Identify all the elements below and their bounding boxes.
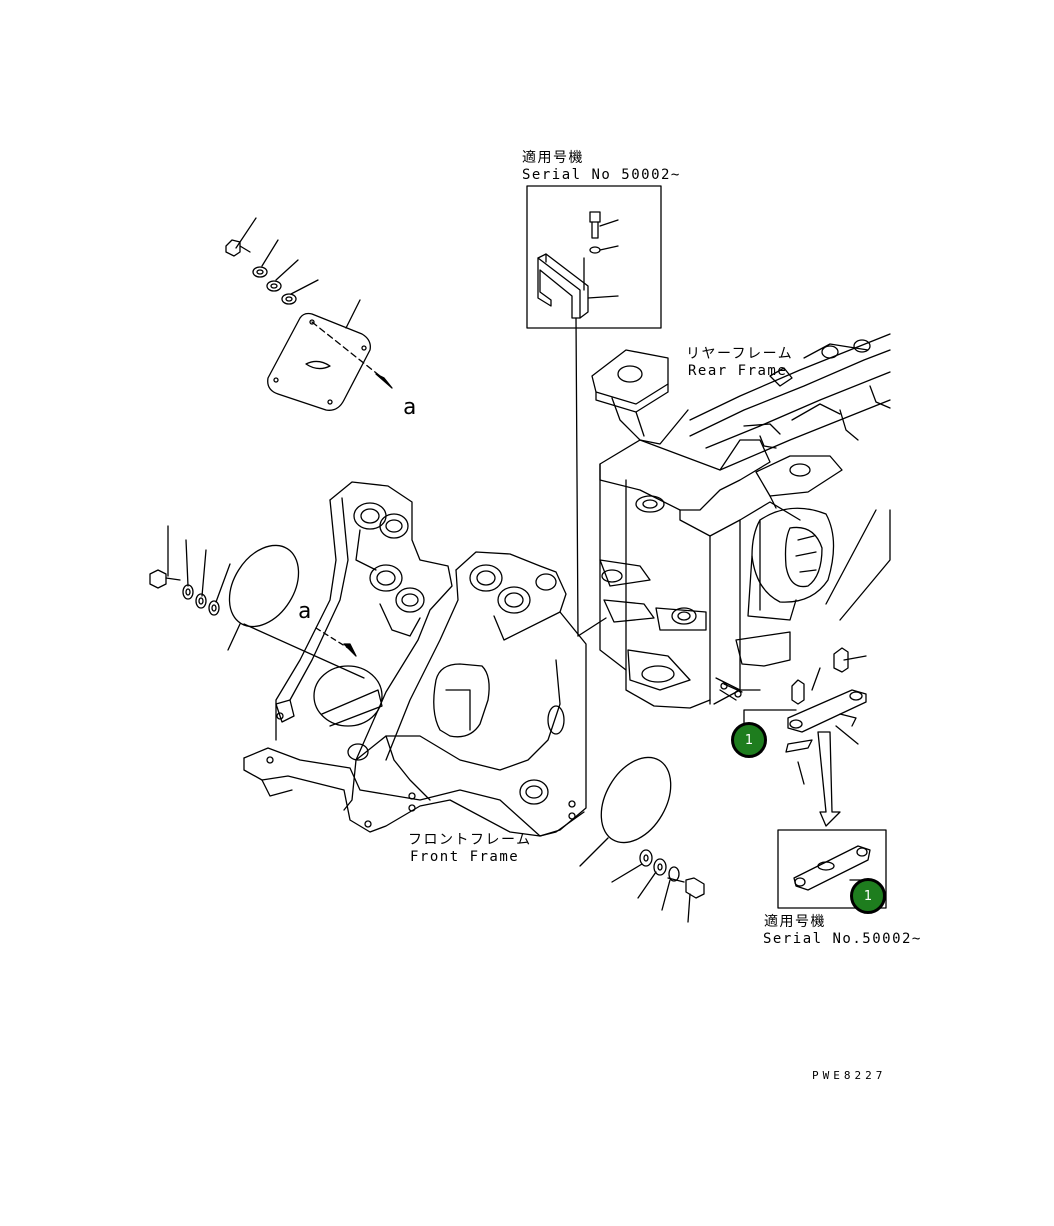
reference-letter-a-top: a [403,395,417,420]
rear-frame-en-label: Rear Frame [688,363,788,379]
side-cover-left [149,525,365,679]
inset-box-bottom [777,829,887,909]
front-frame-jp-label: フロントフレーム [408,832,532,848]
inset-bottom-serial-label: Serial No.50002~ [763,931,922,947]
front-frame [243,481,587,837]
inset-box-top [526,185,662,637]
inset-top-serial-label: Serial No 50002~ [522,167,681,183]
side-cover-right [579,756,705,923]
rear-frame-jp-label: リヤーフレーム [686,346,794,362]
callout-1-main[interactable]: 1 [731,722,767,758]
inset-top-applicable-label: 適用号機 [522,150,584,166]
front-frame-en-label: Front Frame [410,849,520,865]
reference-letter-a-mid: a [298,599,312,624]
drawing-code: PWE8227 [812,1069,887,1082]
inset-bottom-applicable-label: 適用号機 [764,914,826,930]
callout-1-inset[interactable]: 1 [850,878,886,914]
top-cover-plate [225,217,393,411]
rear-frame [591,333,891,709]
